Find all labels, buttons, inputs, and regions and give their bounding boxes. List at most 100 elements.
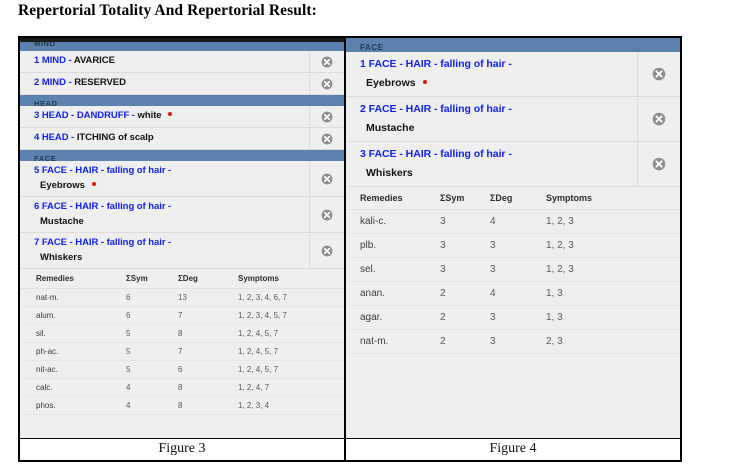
rubric-number: 2 xyxy=(34,77,40,88)
rubric-number: 4 xyxy=(34,132,40,143)
cell-sum-sym: 3 xyxy=(440,233,490,258)
remove-rubric-button[interactable] xyxy=(638,97,680,141)
remove-rubric-button[interactable] xyxy=(310,161,344,196)
rubric-blue-text: HEAD - xyxy=(41,132,75,143)
table-row[interactable]: plb. 3 3 1, 2, 3 xyxy=(346,233,680,258)
column-header-sum-sym[interactable]: ΣSym xyxy=(126,269,178,289)
close-circle-icon[interactable] xyxy=(652,112,666,126)
close-circle-icon[interactable] xyxy=(321,173,333,185)
rubric-subrubric: Whiskers xyxy=(366,167,413,179)
table-row[interactable]: nat-m. 6 13 1, 2, 3, 4, 6, 7 xyxy=(20,288,344,307)
cell-remedy: calc. xyxy=(20,378,126,397)
table-header-row: Remedies ΣSym ΣDeg Symptoms xyxy=(20,269,344,289)
close-circle-icon[interactable] xyxy=(321,209,333,221)
rubric-row[interactable]: 2 FACE - HAIR - falling of hair - Mustac… xyxy=(346,97,680,142)
cell-sum-deg: 4 xyxy=(490,281,546,306)
rubric-row[interactable]: 1 MIND - AVARICE xyxy=(20,51,344,73)
rubric-number: 6 xyxy=(34,201,40,212)
table-header-row: Remedies ΣSym ΣDeg Symptoms xyxy=(346,187,680,210)
rubric-text[interactable]: 1 MIND - AVARICE xyxy=(20,51,310,72)
table-row[interactable]: sel. 3 3 1, 2, 3 xyxy=(346,257,680,282)
close-circle-icon[interactable] xyxy=(321,245,333,257)
rubric-number: 5 xyxy=(34,165,40,176)
table-row[interactable]: phos. 4 8 1, 2, 3, 4 xyxy=(20,396,344,415)
table-row[interactable]: kali-c. 3 4 1, 2, 3 xyxy=(346,209,680,234)
rubric-number: 1 xyxy=(34,55,40,66)
table-row[interactable]: agar. 2 3 1, 3 xyxy=(346,305,680,330)
rubric-row[interactable]: 3 FACE - HAIR - falling of hair - Whiske… xyxy=(346,142,680,187)
repertory-app-figure-3: MIND 1 MIND - AVARICE xyxy=(20,38,344,438)
rubric-subrubric: Whiskers xyxy=(40,252,83,263)
rubric-text[interactable]: 2 MIND - RESERVED xyxy=(20,73,310,94)
table-row[interactable]: anan. 2 4 1, 3 xyxy=(346,281,680,306)
rubric-text[interactable]: 5 FACE - HAIR - falling of hair - Eyebro… xyxy=(20,161,310,196)
remove-rubric-button[interactable] xyxy=(310,197,344,232)
remedy-results-table-figure-4: Remedies ΣSym ΣDeg Symptoms kali-c. 3 4 xyxy=(346,187,680,354)
cell-sum-deg: 13 xyxy=(178,288,238,307)
rubric-row[interactable]: 7 FACE - HAIR - falling of hair - Whiske… xyxy=(20,233,344,269)
intensity-marker-dot xyxy=(168,112,173,117)
rubric-row[interactable]: 2 MIND - RESERVED xyxy=(20,73,344,95)
remove-rubric-button[interactable] xyxy=(310,233,344,268)
cell-remedy: ph-ac. xyxy=(20,342,126,361)
close-circle-icon[interactable] xyxy=(321,56,333,68)
cell-remedy: nat-m. xyxy=(20,288,126,307)
cell-symptoms: 1, 2, 3 xyxy=(546,257,680,282)
rubric-text[interactable]: 1 FACE - HAIR - falling of hair - Eyebro… xyxy=(346,52,638,96)
cell-symptoms: 1, 3 xyxy=(546,281,680,306)
rubric-text[interactable]: 6 FACE - HAIR - falling of hair - Mustac… xyxy=(20,197,310,232)
rubric-text[interactable]: 7 FACE - HAIR - falling of hair - Whiske… xyxy=(20,233,310,268)
table-row[interactable]: calc. 4 8 1, 2, 4, 7 xyxy=(20,378,344,397)
rubric-blue-text: HEAD - DANDRUFF - xyxy=(41,110,135,121)
remove-rubric-button[interactable] xyxy=(310,51,344,72)
column-header-symptoms[interactable]: Symptoms xyxy=(546,187,680,210)
rubric-blue-text: FACE - HAIR - falling of hair - xyxy=(368,58,512,70)
table-row[interactable]: sil. 5 8 1, 2, 4, 5, 7 xyxy=(20,324,344,343)
rubric-row[interactable]: 5 FACE - HAIR - falling of hair - Eyebro… xyxy=(20,161,344,197)
cell-symptoms: 1, 2, 3, 4, 5, 7 xyxy=(238,306,344,325)
cell-sum-sym: 5 xyxy=(126,324,178,343)
cell-remedy: sel. xyxy=(346,257,440,282)
rubric-subrubric: Mustache xyxy=(366,122,415,134)
rubric-text[interactable]: 4 HEAD - ITCHING of scalp xyxy=(20,128,310,149)
rubric-text[interactable]: 3 FACE - HAIR - falling of hair - Whiske… xyxy=(346,142,638,186)
section-header-head: HEAD xyxy=(20,95,344,106)
close-circle-icon[interactable] xyxy=(652,157,666,171)
close-circle-icon[interactable] xyxy=(321,111,333,123)
table-row[interactable]: nat-m. 2 3 2, 3 xyxy=(346,329,680,354)
cell-sum-deg: 3 xyxy=(490,305,546,330)
remove-rubric-button[interactable] xyxy=(310,128,344,149)
cell-sum-sym: 2 xyxy=(440,305,490,330)
rubric-row[interactable]: 6 FACE - HAIR - falling of hair - Mustac… xyxy=(20,197,344,233)
column-header-remedies[interactable]: Remedies xyxy=(346,187,440,210)
rubric-subrubric: Eyebrows xyxy=(366,77,416,89)
table-row[interactable]: ph-ac. 5 7 1, 2, 4, 5, 7 xyxy=(20,342,344,361)
remove-rubric-button[interactable] xyxy=(310,106,344,127)
repertory-app-figure-4: FACE 1 FACE - HAIR - falling of hair - E… xyxy=(346,38,680,438)
close-circle-icon[interactable] xyxy=(652,67,666,81)
rubric-row[interactable]: 3 HEAD - DANDRUFF - white xyxy=(20,106,344,128)
close-circle-icon[interactable] xyxy=(321,78,333,90)
table-row[interactable]: alum. 6 7 1, 2, 3, 4, 5, 7 xyxy=(20,306,344,325)
cell-sum-deg: 3 xyxy=(490,257,546,282)
column-header-sum-sym[interactable]: ΣSym xyxy=(440,187,490,210)
column-header-remedies[interactable]: Remedies xyxy=(20,269,126,289)
rubric-line-secondary-wrap: Eyebrows xyxy=(360,74,631,93)
intensity-marker-dot xyxy=(91,182,96,187)
column-header-sum-deg[interactable]: ΣDeg xyxy=(178,269,238,289)
column-header-sum-deg[interactable]: ΣDeg xyxy=(490,187,546,210)
remove-rubric-button[interactable] xyxy=(638,142,680,186)
table-row[interactable]: nit-ac. 5 6 1, 2, 4, 5, 7 xyxy=(20,360,344,379)
remedy-results-table-figure-3: Remedies ΣSym ΣDeg Symptoms nat-m. 6 13 xyxy=(20,269,344,415)
remove-rubric-button[interactable] xyxy=(310,73,344,94)
close-circle-icon[interactable] xyxy=(321,133,333,145)
figure-3-screenshot: MIND 1 MIND - AVARICE xyxy=(20,38,344,438)
section-header-mind: MIND xyxy=(20,42,344,51)
rubric-row[interactable]: 1 FACE - HAIR - falling of hair - Eyebro… xyxy=(346,52,680,97)
rubric-row[interactable]: 4 HEAD - ITCHING of scalp xyxy=(20,128,344,150)
column-header-symptoms[interactable]: Symptoms xyxy=(238,269,344,289)
rubric-text[interactable]: 2 FACE - HAIR - falling of hair - Mustac… xyxy=(346,97,638,141)
figure-4-screenshot: FACE 1 FACE - HAIR - falling of hair - E… xyxy=(346,38,680,438)
remove-rubric-button[interactable] xyxy=(638,52,680,96)
rubric-text[interactable]: 3 HEAD - DANDRUFF - white xyxy=(20,106,310,127)
